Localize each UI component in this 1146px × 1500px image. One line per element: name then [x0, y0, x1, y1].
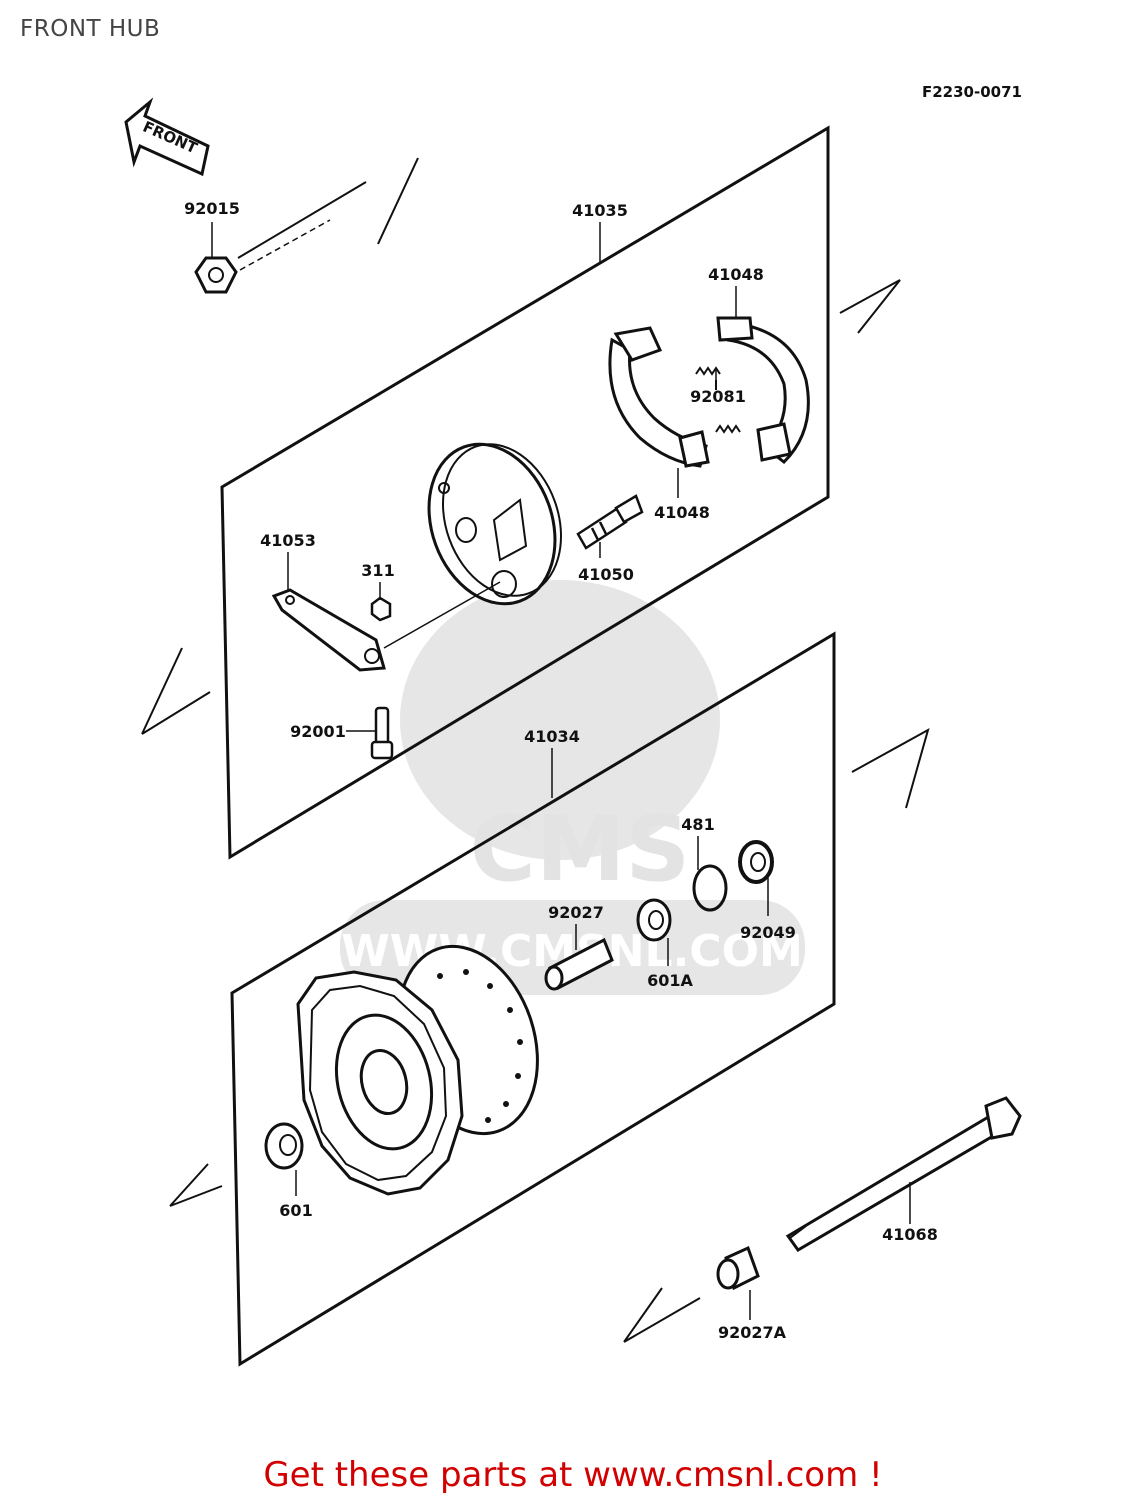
brake-panel-group-frame: [220, 125, 830, 860]
brake-shoe-right: [716, 316, 810, 464]
label-92049: 92049: [740, 923, 796, 942]
label-311: 311: [361, 561, 394, 580]
label-92015: 92015: [184, 199, 240, 218]
spacer-92027: [544, 937, 614, 991]
leader-lines: [287, 222, 911, 1320]
circlip-481: [692, 864, 728, 912]
label-41048-lower: 41048: [654, 503, 710, 522]
bearing-601: [264, 1122, 304, 1170]
bearing-601A: [636, 898, 672, 942]
label-41050: 41050: [578, 565, 634, 584]
label-601: 601: [279, 1201, 312, 1220]
label-41035: 41035: [572, 201, 628, 220]
page-title: FRONT HUB: [20, 16, 161, 42]
label-92027A: 92027A: [718, 1323, 787, 1342]
watermark-brand: CMS: [470, 797, 690, 902]
oil-seal-92049: [738, 840, 774, 884]
brake-shoe-left: [608, 326, 710, 468]
label-92027: 92027: [548, 903, 604, 922]
label-481: 481: [681, 815, 714, 834]
label-41053: 41053: [260, 531, 316, 550]
break-marks: [141, 157, 930, 1343]
axle-41068: [785, 1096, 1022, 1252]
brake-cam-41050: [576, 494, 644, 550]
brake-panel-plate: [427, 442, 562, 606]
hub-group-frame: [230, 631, 836, 1367]
label-41068: 41068: [882, 1225, 938, 1244]
label-92001: 92001: [290, 722, 346, 741]
label-92081: 92081: [690, 387, 746, 406]
wheel-hub-41034: [296, 944, 539, 1196]
label-41034: 41034: [524, 727, 580, 746]
diagram-reference-code: F2230-0071: [922, 83, 1022, 101]
bolt-92001: [370, 706, 394, 760]
collar-92027A: [716, 1245, 760, 1291]
watermark-mascot: [400, 580, 720, 860]
nut-92015: [194, 219, 331, 294]
label-601A: 601A: [647, 971, 693, 990]
watermark: CMS WWW.CMSNL.COM: [340, 580, 805, 995]
nut-311: [370, 596, 392, 622]
brake-lever-41053: [271, 581, 501, 672]
label-41048-upper: 41048: [708, 265, 764, 284]
front-direction-arrow: FRONT: [124, 97, 210, 177]
exploded-parts-diagram: CMS WWW.CMSNL.COM FRONT: [124, 97, 1022, 1367]
footer-promo-link[interactable]: Get these parts at www.cmsnl.com !: [263, 1455, 883, 1495]
